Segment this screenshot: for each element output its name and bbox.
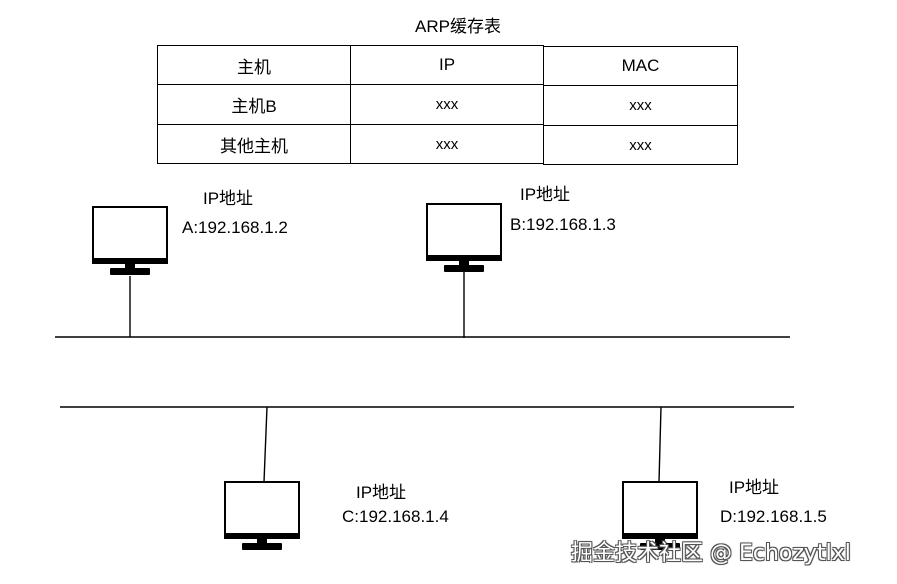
row-host-b-mac: xxx bbox=[543, 85, 738, 126]
row-host-b-ip: xxx bbox=[350, 84, 544, 125]
link-d bbox=[658, 406, 662, 483]
row-other-name: 其他主机 bbox=[157, 124, 351, 164]
host-a-address: A:192.168.1.2 bbox=[182, 218, 288, 237]
computer-c-icon bbox=[224, 481, 300, 553]
host-a-ip-label: IP地址 bbox=[203, 189, 254, 208]
host-d-address: D:192.168.1.5 bbox=[720, 507, 827, 526]
watermark: 掘金技术社区 @ Echozytlxl bbox=[571, 541, 851, 566]
host-c-ip-label: IP地址 bbox=[356, 483, 407, 502]
computer-b-icon bbox=[426, 203, 502, 275]
arp-table-title: ARP缓存表 bbox=[415, 17, 501, 36]
computer-a-icon bbox=[92, 206, 168, 278]
computer-d-icon bbox=[622, 481, 698, 553]
row-other-ip: xxx bbox=[350, 124, 544, 164]
host-d-ip-label: IP地址 bbox=[729, 478, 780, 497]
row-other-mac: xxx bbox=[543, 125, 738, 165]
link-c bbox=[263, 406, 268, 483]
host-b-address: B:192.168.1.3 bbox=[510, 215, 616, 234]
host-c-address: C:192.168.1.4 bbox=[342, 507, 449, 526]
host-b-ip-label: IP地址 bbox=[520, 185, 571, 204]
row-host-b-name: 主机B bbox=[157, 84, 351, 125]
